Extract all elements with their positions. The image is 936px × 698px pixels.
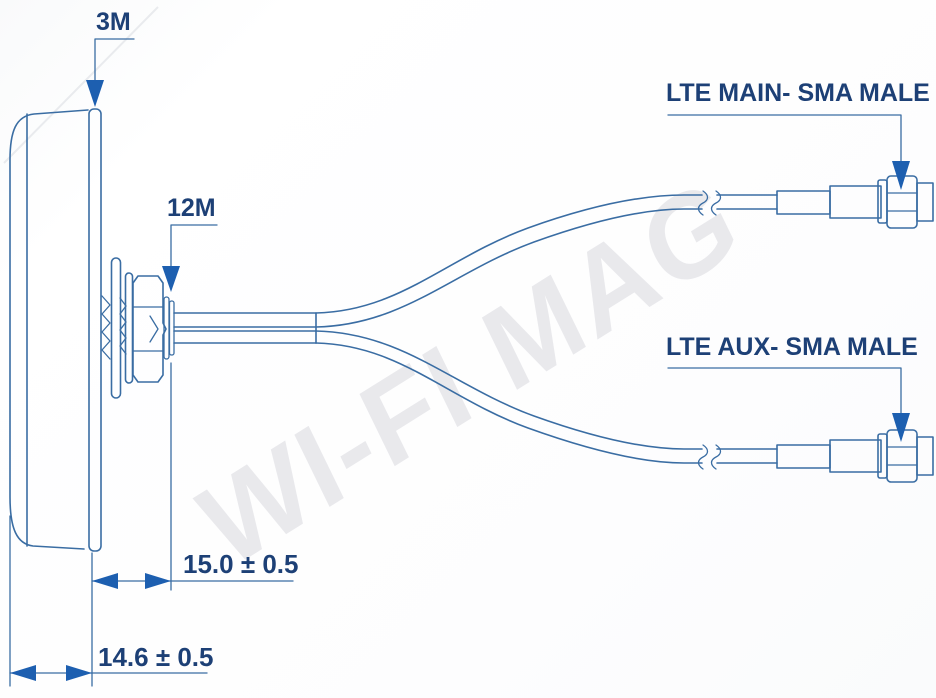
sma-main-crimp [776, 190, 831, 215]
rubber-washer [110, 257, 122, 399]
arrow-down-main-icon [892, 161, 910, 190]
sma-connector-main [776, 175, 934, 229]
sma-aux-thread-tip [916, 436, 934, 476]
leader-lte-main [667, 114, 902, 162]
lte-main-label: LTE MAIN- SMA MALE [666, 79, 930, 107]
lte-aux-label: LTE AUX- SMA MALE [666, 333, 918, 361]
hex-nut-facets [132, 306, 164, 352]
lock-washer [163, 296, 175, 360]
arrow-down-12m-icon [162, 266, 180, 292]
dim-15-label: 15.0 ± 0.5 [183, 549, 299, 579]
callout-3m-label: 3M [96, 8, 131, 36]
sma-main-nut-facets [886, 192, 918, 212]
dim-14-label: 14.6 ± 0.5 [98, 642, 214, 672]
leader-12m [170, 224, 218, 267]
callout-12m-label: 12M [167, 194, 216, 222]
arrow-right-dim14-icon [66, 665, 92, 681]
callout-leaders [86, 38, 910, 442]
cable-main-straight [173, 312, 317, 328]
cable-aux [315, 330, 934, 483]
arrow-down-aux-icon [892, 413, 910, 442]
sma-aux-crimp [776, 444, 831, 469]
antenna-body [9, 108, 102, 552]
cable-main-upper-edge [315, 194, 703, 314]
flat-washer [124, 272, 134, 384]
cable-aux-tail [716, 448, 778, 464]
thread-stud-left [101, 295, 111, 360]
dimension-lines [9, 362, 294, 687]
leader-3m [94, 38, 135, 81]
hex-nut-chamfer [149, 315, 159, 343]
cable-main [315, 175, 934, 328]
sma-connector-aux [776, 429, 934, 483]
leader-lte-aux [667, 367, 902, 414]
sma-aux-nut-facets [886, 446, 918, 466]
lock-washer-inner [168, 300, 175, 356]
antenna-dome-outline [9, 109, 89, 550]
arrow-down-3m-icon [86, 80, 104, 107]
hex-nut-outline [132, 275, 167, 383]
cable-pair [173, 312, 317, 344]
arrow-right-dim15-icon [145, 573, 171, 589]
sma-aux-barrel [829, 439, 882, 473]
cable-aux-straight [173, 330, 317, 344]
background-watermark-edge [3, 6, 159, 164]
mounting-hardware [101, 257, 175, 399]
cable-aux-lower-edge [315, 342, 703, 464]
antenna-base-plate [88, 108, 102, 552]
hex-nut [132, 275, 167, 383]
cable-main-tail [716, 194, 778, 210]
cable-main-lower-edge [315, 208, 703, 328]
arrow-left-dim14-icon [10, 665, 36, 681]
sma-main-thread-tip [916, 182, 934, 222]
arrow-left-dim15-icon [92, 573, 118, 589]
sma-main-barrel [829, 185, 882, 219]
cable-aux-upper-edge [315, 330, 703, 450]
